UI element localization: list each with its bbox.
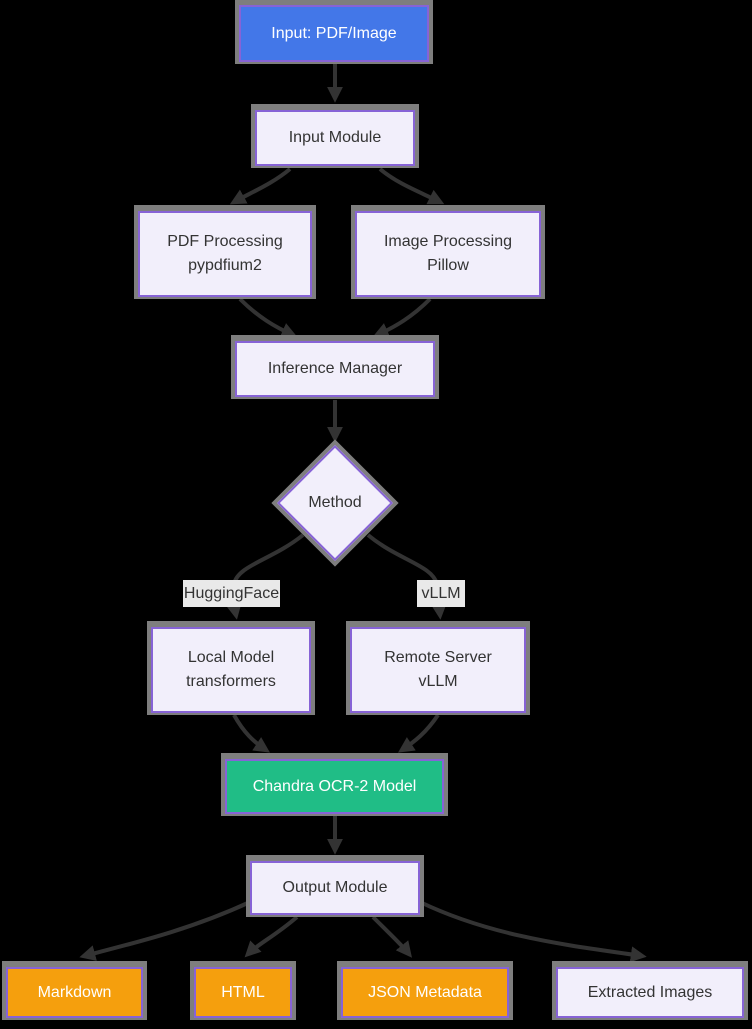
node-output-module: Output Module bbox=[250, 861, 420, 915]
node-input: Input: PDF/Image bbox=[239, 5, 429, 62]
node-method-label: Method bbox=[308, 494, 362, 511]
node-input-module: Input Module bbox=[255, 110, 415, 166]
edge-label-huggingface: HuggingFace bbox=[183, 580, 280, 607]
edge-remote-to-chandra bbox=[398, 713, 440, 753]
edge-label-vllm: vLLM bbox=[417, 580, 465, 607]
edge-input-module-to-pdf bbox=[229, 167, 292, 205]
node-inference-manager: Inference Manager bbox=[235, 341, 435, 397]
edge-image-to-inference bbox=[372, 297, 432, 338]
node-extracted-images: Extracted Images bbox=[556, 967, 744, 1018]
node-chandra-model: Chandra OCR-2 Model bbox=[225, 759, 444, 814]
edge-output-to-json bbox=[371, 915, 412, 958]
node-pdf-processing: PDF Processing pypdfium2 bbox=[138, 211, 312, 297]
node-local-model: Local Model transformers bbox=[151, 627, 311, 713]
edge-pdf-to-inference bbox=[238, 297, 298, 338]
node-image-processing: Image Processing Pillow bbox=[355, 211, 541, 297]
node-html: HTML bbox=[194, 967, 292, 1018]
edge-local-to-chandra bbox=[232, 714, 270, 753]
node-remote-server: Remote Server vLLM bbox=[350, 627, 526, 713]
edge-input-module-to-image bbox=[378, 167, 445, 205]
edge-output-to-markdown bbox=[79, 900, 251, 961]
node-json-metadata: JSON Metadata bbox=[341, 967, 509, 1018]
edge-output-to-extracted bbox=[419, 900, 647, 963]
edge-output-to-html bbox=[244, 915, 299, 958]
node-markdown: Markdown bbox=[6, 967, 143, 1018]
